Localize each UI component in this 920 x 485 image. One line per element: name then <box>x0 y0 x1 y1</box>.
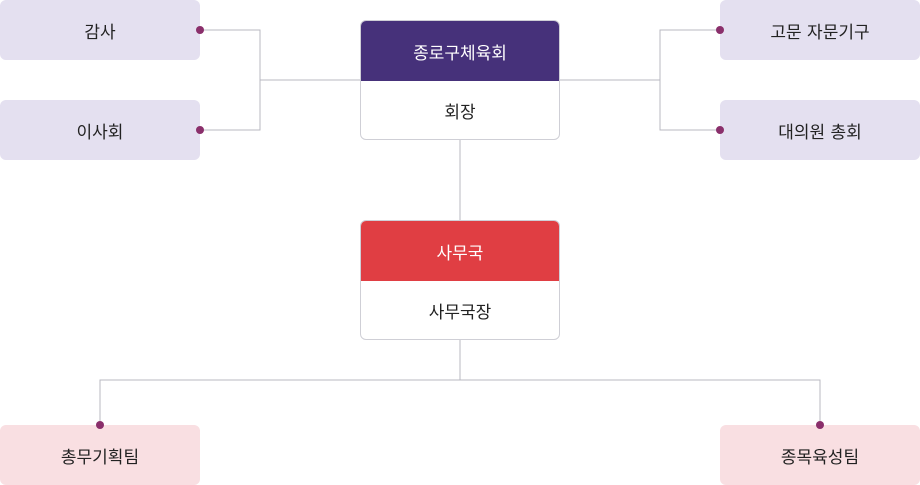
assembly-label: 대의원 총회 <box>778 122 862 143</box>
board-dot <box>196 126 204 134</box>
advisory-box: 고문 자문기구 <box>720 0 920 60</box>
secretariat-role: 사무국장 <box>428 302 492 323</box>
audit-label: 감사 <box>84 22 116 43</box>
planning-team-label: 총무기획팀 <box>60 447 140 468</box>
audit-box: 감사 <box>0 0 200 60</box>
connector-teams <box>99 379 821 425</box>
advisory-dot <box>716 26 724 34</box>
advisory-label: 고문 자문기구 <box>770 22 870 43</box>
board-label: 이사회 <box>76 122 124 143</box>
development-team-box: 종목육성팀 <box>720 425 920 485</box>
president-title: 종로구체육회 <box>413 43 507 64</box>
planning-team-box: 총무기획팀 <box>0 425 200 485</box>
development-team-label: 종목육성팀 <box>780 447 860 468</box>
president-header: 종로구체육회 <box>361 21 559 81</box>
planning-team-dot <box>96 421 104 429</box>
secretariat-title: 사무국 <box>436 243 484 264</box>
secretariat-box: 사무국 사무국장 <box>360 220 560 340</box>
board-box: 이사회 <box>0 100 200 160</box>
development-team-dot <box>816 421 824 429</box>
connector-left <box>200 29 261 131</box>
secretariat-body: 사무국장 <box>361 281 559 339</box>
president-role: 회장 <box>444 102 476 123</box>
connector-right <box>659 29 720 131</box>
secretariat-header: 사무국 <box>361 221 559 281</box>
president-box: 종로구체육회 회장 <box>360 20 560 140</box>
audit-dot <box>196 26 204 34</box>
assembly-box: 대의원 총회 <box>720 100 920 160</box>
assembly-dot <box>716 126 724 134</box>
president-body: 회장 <box>361 81 559 139</box>
